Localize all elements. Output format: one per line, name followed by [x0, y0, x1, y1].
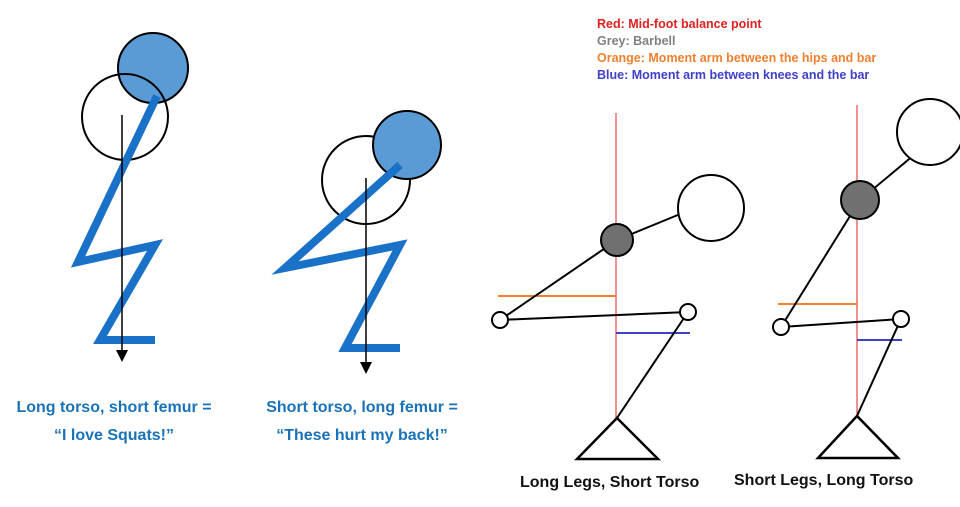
- thigh-line: [499, 311, 689, 321]
- figure-long-torso: [70, 32, 189, 362]
- blue-body-line: [271, 162, 408, 352]
- barbell: [840, 180, 880, 220]
- legend-orange: Orange: Moment arm between the hips and …: [597, 51, 877, 65]
- legend-red: Red: Mid-foot balance point: [597, 17, 762, 31]
- figure-short-legs: [772, 98, 960, 460]
- knee-joint: [892, 310, 910, 328]
- hip-joint: [491, 311, 509, 329]
- blue-head: [117, 32, 189, 104]
- head: [896, 98, 960, 166]
- back-line: [780, 199, 861, 328]
- caption-line-2: “I love Squats!”: [53, 427, 175, 444]
- caption-line-2: “These hurt my back!”: [276, 427, 448, 444]
- caption-short-legs: Short Legs, Long Torso: [734, 472, 914, 489]
- figure-short-torso: [271, 110, 442, 374]
- hip-joint: [772, 318, 790, 336]
- head: [677, 174, 745, 242]
- foot-triangle: [574, 416, 662, 461]
- back-line: [499, 239, 618, 321]
- knee-joint: [679, 303, 697, 321]
- caption-short-torso: Short torso, long femur = “These hurt my…: [256, 394, 468, 450]
- foot-triangle: [815, 414, 901, 460]
- figure-long-legs: [491, 113, 745, 461]
- shin-line: [616, 311, 689, 419]
- barbell: [600, 223, 634, 257]
- legend-grey: Grey: Barbell: [597, 34, 676, 48]
- blue-body-line: [70, 94, 164, 344]
- blue-head: [372, 110, 442, 180]
- legend-blue: Blue: Moment arm between knees and the b…: [597, 68, 870, 82]
- caption-long-legs: Long Legs, Short Torso: [520, 474, 700, 491]
- caption-line-1: Long torso, short femur =: [16, 399, 212, 416]
- legend: Red: Mid-foot balance point Grey: Barbel…: [597, 16, 876, 84]
- caption-long-torso: Long torso, short femur = “I love Squats…: [8, 394, 220, 450]
- thigh-line: [780, 318, 902, 328]
- shin-line: [856, 318, 902, 417]
- caption-line-1: Short torso, long femur =: [266, 399, 458, 416]
